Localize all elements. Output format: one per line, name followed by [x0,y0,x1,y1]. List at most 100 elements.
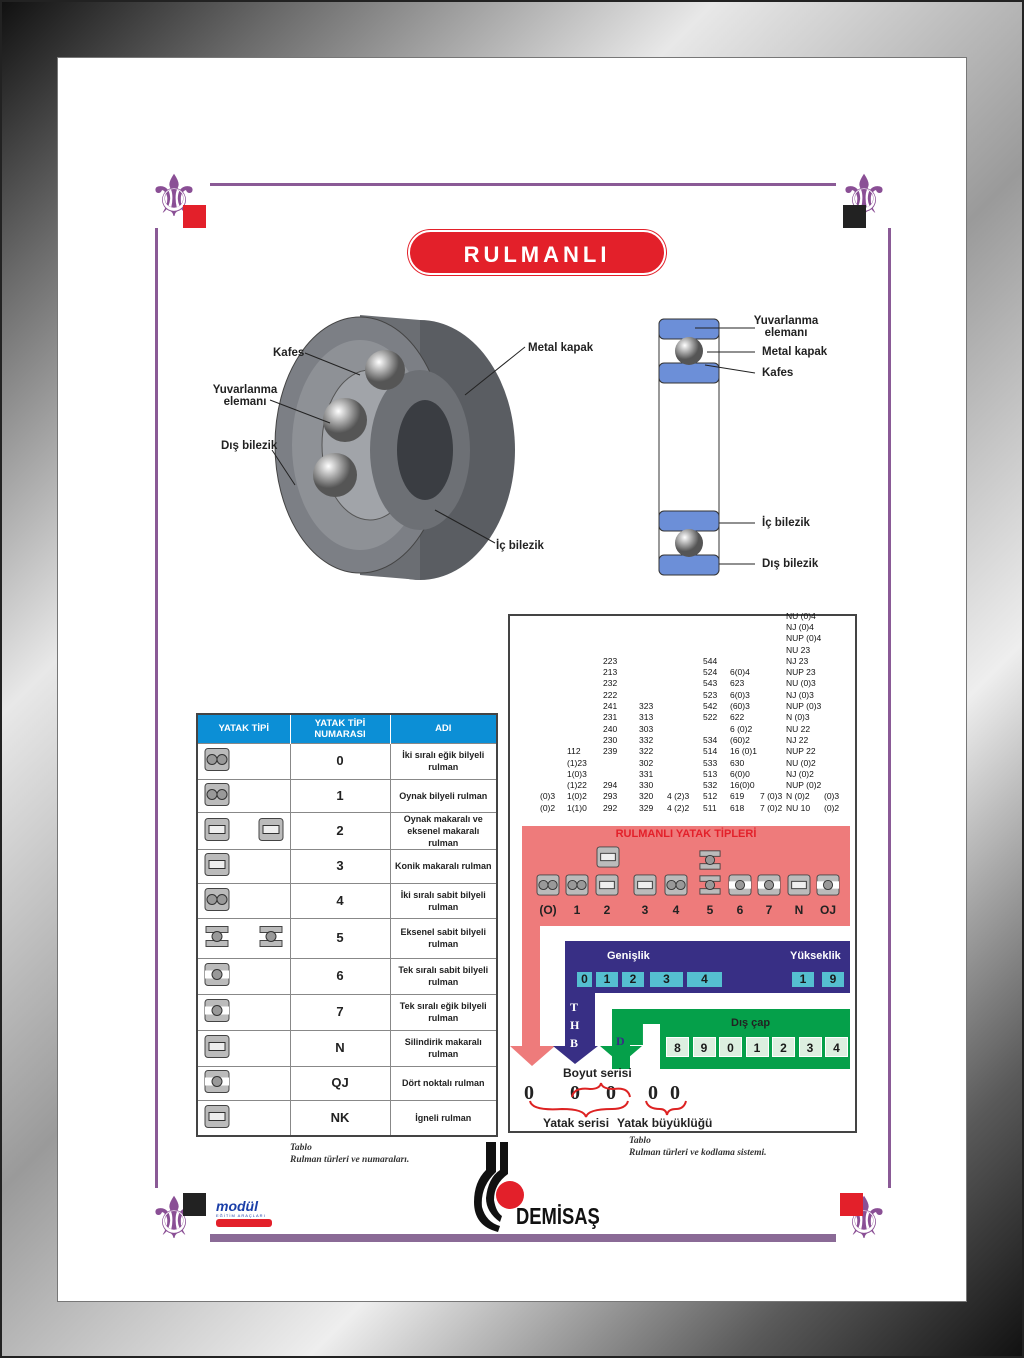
brace-marks [529,1082,687,1118]
type-icon-cell [196,778,291,813]
type-name: Konik makaralı rulman [389,848,498,884]
bearing-axial-roller-icon [595,874,619,901]
code-item: 231 [603,712,618,723]
code-item [703,724,717,735]
code-item: 232 [603,678,618,689]
type-icon-cell [196,917,291,959]
bearing-angular-contact-icon [204,999,230,1026]
genislik-box: 1 [596,972,618,987]
thb-t: T [570,1000,579,1014]
code-item: 320 [639,791,654,802]
code-item: (60)2 [730,734,750,745]
code-item: NUP (0)4 [786,633,822,644]
code-item: (0)2 [824,802,840,813]
bearing-thrust-ball-icon [204,925,230,952]
label-kafes: Kafes [273,347,305,359]
genislik-box: 4 [687,972,722,987]
bearing-3d-illustration [269,315,526,580]
genislik-label: Genişlik [607,950,650,962]
type-label: OJ [819,903,836,917]
code-item: 16(0)0 [730,780,755,791]
bearing-four-point-icon [204,1070,230,1097]
code-item: 293 [603,791,618,802]
code-item: (60)3 [730,701,750,712]
caption-right-title: Tablo [629,1136,651,1146]
code-item: NUP 22 [786,746,816,757]
code-item: 6(0)4 [730,667,750,678]
code-item: NJ 23 [786,655,809,666]
demisas-logo-text: DEMİSAŞ [516,1203,600,1229]
thb-h: H [570,1018,580,1032]
code-item: N (0)2 [786,791,810,802]
code-item: 292 [603,802,618,813]
code-item: 619 [730,791,745,802]
caption-right-text: Rulman türleri ve kodlama sistemi. [629,1148,767,1158]
bearing-double-row-deep-groove-icon [664,874,688,901]
code-item: (0)3 [824,791,840,802]
bearing-cylindrical-roller-icon [204,1035,230,1062]
code-item: 543 [703,678,718,689]
code-item: 323 [639,701,654,712]
code-item: (0)2 [540,802,556,813]
genislik-box: 2 [622,972,644,987]
type-number: 1 [289,778,391,813]
modul-logo: modül EĞİTİM ARAÇLARI [216,1198,272,1227]
type-label: 5 [706,903,714,917]
type-number: 0 [289,742,391,780]
code-item: NUP (0)3 [786,701,822,712]
type-icon-cell [196,993,291,1031]
type-label: 4 [672,903,680,917]
code-item: 514 [703,746,718,757]
type-icon-cell [196,957,291,995]
code-digit: 0 [670,1082,680,1104]
d-label: D [616,1034,625,1048]
corner-square [843,205,866,228]
bearing-spherical-roller-icon [595,846,621,873]
bearing-double-row-angular-icon [204,748,230,775]
modul-logo-text: modül [216,1198,258,1214]
bearing-spherical-roller-icon [258,817,284,844]
dis-cap-box: 4 [825,1037,848,1057]
pink-arrow-shaft [522,926,540,1050]
type-icon-cell [196,1065,291,1101]
type-icon-cell [196,811,291,850]
code-item: NUP (0)2 [786,780,822,791]
corner-square [183,205,206,228]
code-item: 6 (0)2 [730,723,753,734]
green-arrow-icon [600,1046,642,1064]
code-item: 534 [703,734,718,745]
code-item: (0)3 [540,791,556,802]
yukseklik-box: 9 [822,972,844,987]
type-number: 5 [289,917,391,959]
code-digit: 0 [648,1082,658,1104]
type-label: 3 [641,903,649,917]
code-item: 329 [639,802,654,813]
type-icon-cell [196,882,291,919]
code-item: 294 [603,780,618,791]
code-item [603,758,617,769]
type-name: Dört noktalı rulman [389,1065,498,1101]
blue-arrow-icon [553,1046,598,1064]
type-icon-cell [196,1099,291,1137]
border-right [888,228,891,1188]
code-item: 623 [730,678,745,689]
section-label-dis-bilezik: Dış bilezik [762,558,819,570]
yatak-buyuklugu-label: Yatak büyüklüğü [617,1116,713,1130]
